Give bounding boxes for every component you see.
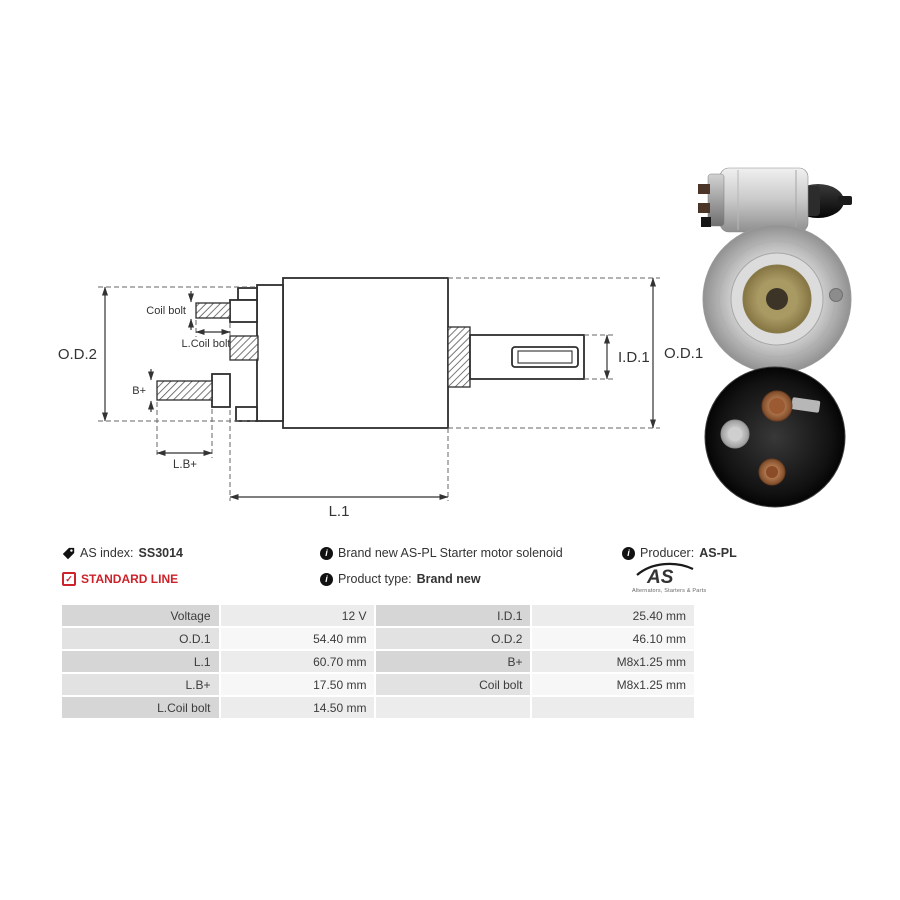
producer-value: AS-PL xyxy=(699,546,737,560)
spec-value-cell: 12 V xyxy=(220,605,375,626)
check-icon: ✓ xyxy=(62,572,76,586)
producer: i Producer: AS-PL xyxy=(622,545,737,561)
spec-label-cell: O.D.2 xyxy=(376,628,531,649)
spec-label-cell xyxy=(376,697,531,718)
coil-terminal-housing xyxy=(229,299,258,323)
b-plus-nut xyxy=(211,373,231,408)
shaft-slot-inner xyxy=(517,350,573,364)
as-pl-logo: AS Alternators, Starters & Parts xyxy=(632,560,707,594)
spec-value-cell: 54.40 mm xyxy=(220,628,375,649)
standard-line-text: STANDARD LINE xyxy=(81,572,179,586)
spec-label-cell: Voltage xyxy=(62,605,219,626)
svg-text:AS: AS xyxy=(646,567,674,586)
spec-label-cell: B+ xyxy=(376,651,531,672)
dimension-l-b-plus: L.B+ xyxy=(156,402,213,471)
table-row: L.1 60.70 mm B+ M8x1.25 mm xyxy=(62,651,694,672)
mounting-hole xyxy=(829,288,843,302)
spec-value-cell: M8x1.25 mm xyxy=(532,651,694,672)
spec-value-cell: 60.70 mm xyxy=(220,651,375,672)
as-index: AS index: SS3014 xyxy=(62,545,183,561)
table-row: L.Coil bolt 14.50 mm xyxy=(62,697,694,718)
spec-table: Voltage 12 V I.D.1 25.40 mm O.D.1 54.40 … xyxy=(60,603,696,720)
spec-label-cell: L.Coil bolt xyxy=(62,697,219,718)
dimension-l1: L.1 xyxy=(229,410,449,520)
spec-value-cell: 17.50 mm xyxy=(220,674,375,695)
coil-bolt-thread xyxy=(195,302,231,319)
spec-label-cell: Coil bolt xyxy=(376,674,531,695)
spec-value-cell: 14.50 mm xyxy=(220,697,375,718)
photo-side-view xyxy=(698,167,852,233)
od1-label: O.D.1 xyxy=(664,345,703,362)
top-stub xyxy=(237,287,258,301)
solenoid-body xyxy=(282,277,449,429)
spec-value-cell: M8x1.25 mm xyxy=(532,674,694,695)
info-icon: i xyxy=(320,572,333,586)
dimension-b-plus: B+ xyxy=(132,369,154,412)
lower-step xyxy=(235,406,258,422)
l-b-plus-label: L.B+ xyxy=(173,459,197,471)
spec-value-cell xyxy=(532,697,694,718)
standard-line: ✓ STANDARD LINE xyxy=(62,571,178,587)
product-type-value: Brand new xyxy=(416,572,481,586)
b-plus-label: B+ xyxy=(132,385,146,397)
dimension-coil-bolt: Coil bolt xyxy=(146,291,194,330)
photo-front-view xyxy=(702,224,852,374)
solenoid-outline xyxy=(156,277,585,429)
od2-label: O.D.2 xyxy=(58,346,97,363)
product-type-label: Product type: xyxy=(338,572,412,586)
spec-value-cell: 25.40 mm xyxy=(532,605,694,626)
coil-bolt-label: Coil bolt xyxy=(146,305,186,317)
as-pl-logo-mark: AS xyxy=(636,562,694,588)
dimension-od1: O.D.1 xyxy=(448,277,703,429)
description-text: Brand new AS-PL Starter motor solenoid xyxy=(338,546,563,560)
spec-label-cell: O.D.1 xyxy=(62,628,219,649)
table-row: O.D.1 54.40 mm O.D.2 46.10 mm xyxy=(62,628,694,649)
as-pl-logo-caption: Alternators, Starters & Parts xyxy=(632,588,707,594)
inner-thread-block xyxy=(229,335,259,361)
photo-rear-view xyxy=(704,366,846,508)
spec-label-cell: L.1 xyxy=(62,651,219,672)
plunger-collar xyxy=(447,326,471,388)
info-icon: i xyxy=(320,546,333,560)
spec-label-cell: L.B+ xyxy=(62,674,219,695)
dimension-l-coil-bolt: L.Coil bolt xyxy=(182,320,231,350)
dimension-id1: I.D.1 xyxy=(584,334,650,380)
l-coil-bolt-label: L.Coil bolt xyxy=(182,338,231,350)
l1-label: L.1 xyxy=(329,503,350,520)
as-index-label: AS index: xyxy=(80,546,134,560)
technical-drawing: O.D.2 Coil bolt L.Coil bolt B+ L.B+ xyxy=(58,167,852,520)
table-row: L.B+ 17.50 mm Coil bolt M8x1.25 mm xyxy=(62,674,694,695)
id1-label: I.D.1 xyxy=(618,349,650,366)
shaft-slot xyxy=(511,346,579,368)
terminal-tab xyxy=(791,397,821,413)
b-plus-thread xyxy=(156,380,213,401)
front-plate xyxy=(256,284,284,422)
product-type: i Product type: Brand new xyxy=(320,571,481,587)
tag-icon xyxy=(62,547,75,560)
product-description: i Brand new AS-PL Starter motor solenoid xyxy=(320,545,563,561)
spec-value-cell: 46.10 mm xyxy=(532,628,694,649)
producer-label: Producer: xyxy=(640,546,695,560)
table-row: Voltage 12 V I.D.1 25.40 mm xyxy=(62,605,694,626)
spec-label-cell: I.D.1 xyxy=(376,605,531,626)
info-icon: i xyxy=(622,546,635,560)
as-index-value: SS3014 xyxy=(138,546,183,560)
